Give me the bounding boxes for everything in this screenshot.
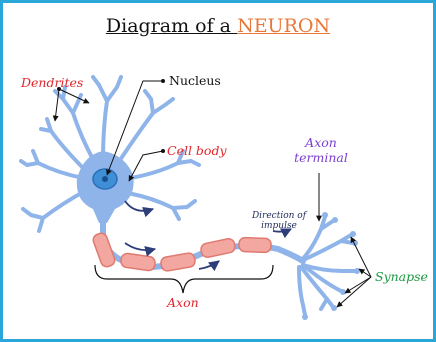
axon-brace (95, 265, 273, 293)
synapse-label: Synapse (375, 269, 428, 284)
direction-of-impulse-label: Direction of impulse (249, 211, 309, 231)
nucleus-label: Nucleus (169, 73, 221, 88)
axon-terminal-label-line1: Axon (289, 135, 353, 150)
axon-label: Axon (167, 295, 199, 310)
axon-terminal-label: Axon terminal (289, 135, 353, 165)
neuron-illustration (3, 3, 433, 339)
direction-label-line2: impulse (249, 221, 309, 231)
dendrites-label: Dendrites (21, 75, 83, 90)
axon-terminal-label-line2: terminal (289, 150, 353, 165)
axon-terminal (299, 217, 355, 315)
direction-label-line1: Direction of (249, 211, 309, 221)
cell-body-label: Cell body (167, 143, 227, 158)
myelin-sheath (92, 232, 272, 272)
